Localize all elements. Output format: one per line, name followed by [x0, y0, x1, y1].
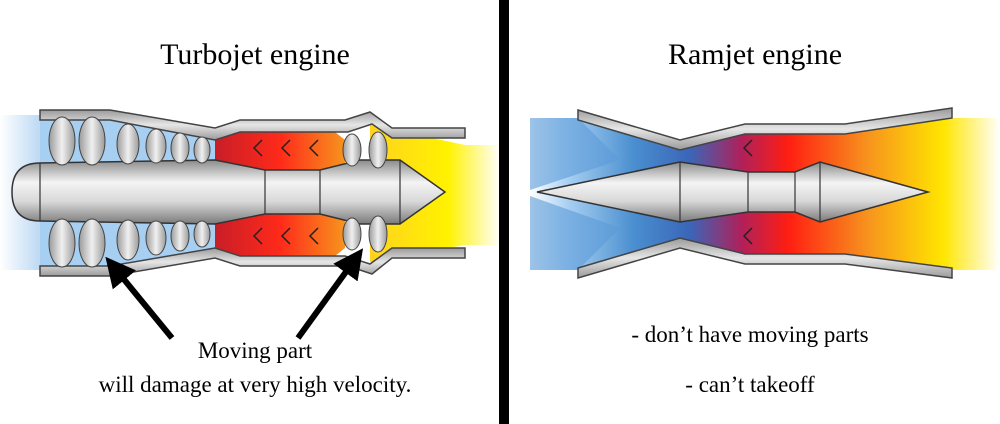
ramjet-casing-top	[577, 107, 953, 151]
turbojet-caption-line2: will damage at very high velocity.	[98, 372, 412, 397]
turbojet-flame-markers	[252, 139, 319, 245]
turbojet-combustion-bottom	[215, 210, 345, 260]
ramjet-center-body	[536, 161, 931, 223]
ramjet-engine	[530, 107, 1000, 280]
turbojet-turbine-blades	[342, 131, 388, 253]
ramjet-title: Ramjet engine	[667, 38, 843, 71]
turbojet-shaft	[11, 159, 447, 225]
ramjet-bullet-1: - don’t have moving parts	[631, 322, 869, 347]
arrow-to-turbine	[295, 248, 364, 340]
turbojet-title: Turbojet engine	[160, 38, 350, 71]
panel-divider	[499, 0, 509, 424]
arrow-to-compressor	[105, 256, 175, 340]
turbojet-engine	[0, 109, 500, 340]
turbojet-compressor-blades	[48, 116, 211, 268]
turbojet-caption-line1: Moving part	[197, 338, 313, 363]
ramjet-bullet-2: - can’t takeoff	[685, 372, 815, 397]
ramjet-casing-bottom	[577, 237, 953, 280]
ramjet-flame-markers	[742, 139, 753, 245]
